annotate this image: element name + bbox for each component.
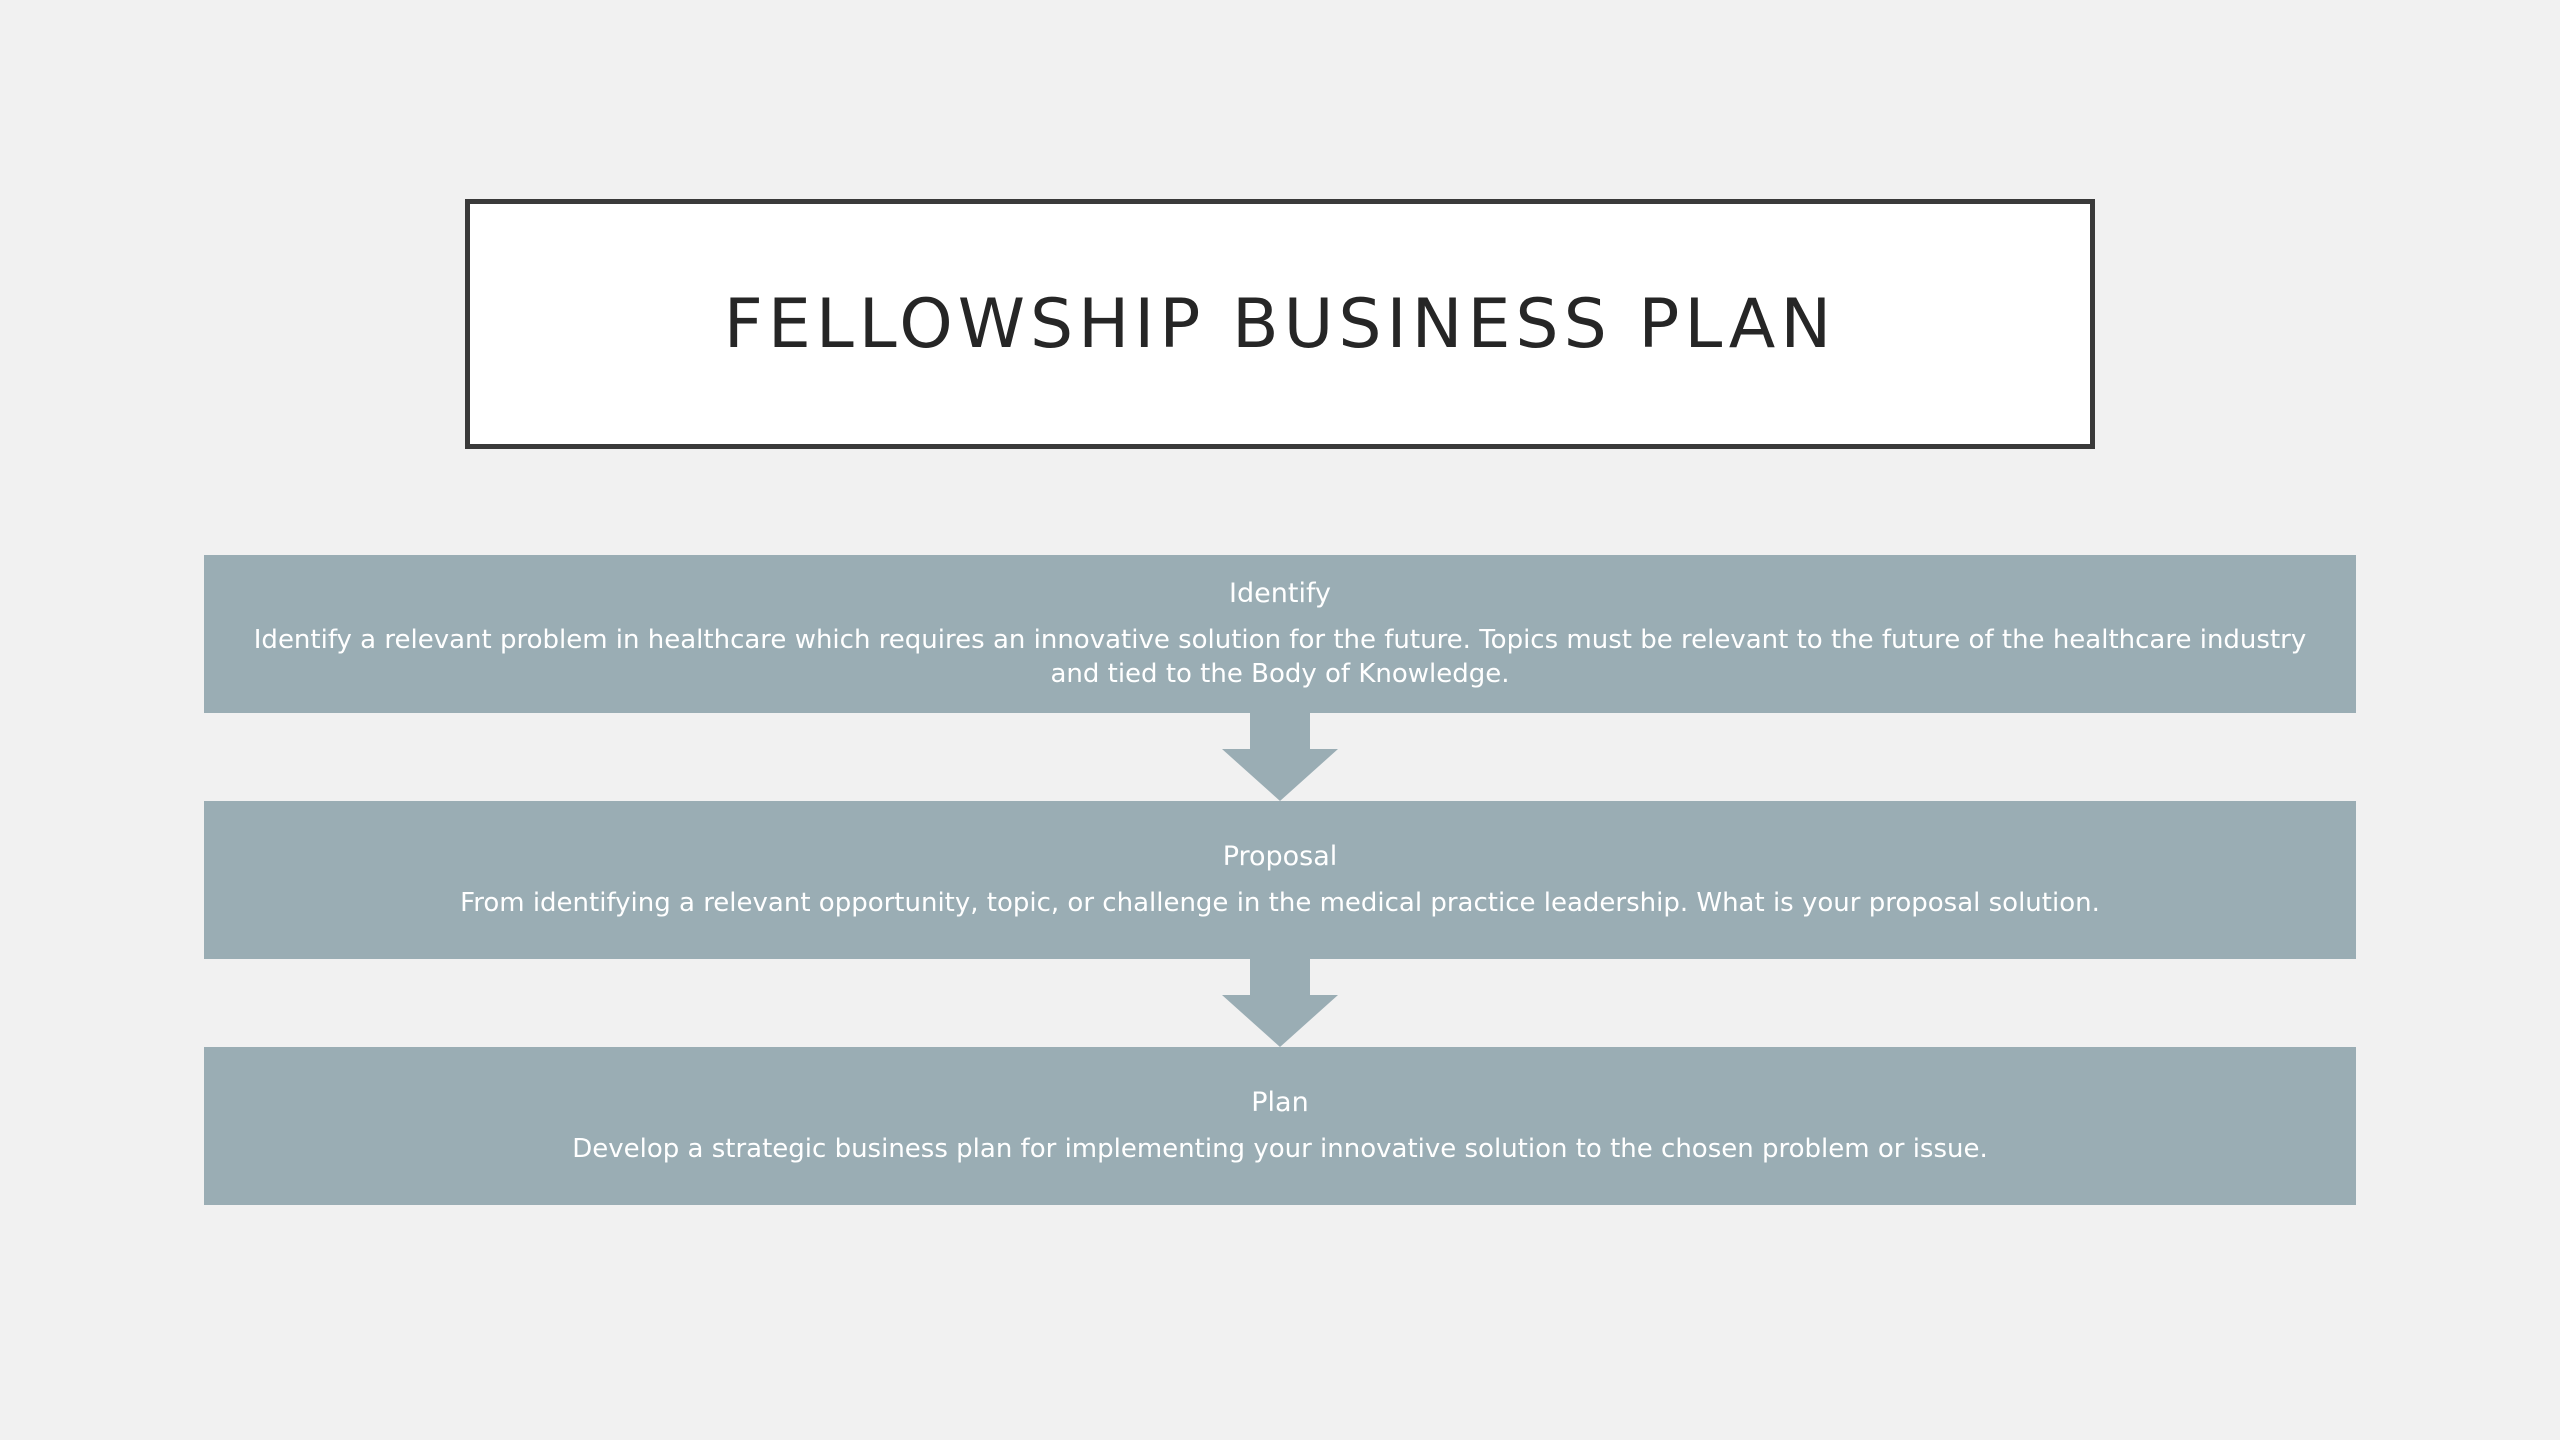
step-plan: Plan Develop a strategic business plan f… [204,1047,2356,1205]
step-proposal: Proposal From identifying a relevant opp… [204,801,2356,959]
step-identify: Identify Identify a relevant problem in … [204,555,2356,713]
step-description: From identifying a relevant opportunity,… [460,888,2100,918]
step-heading: Plan [1251,1087,1309,1118]
step-heading: Identify [1229,578,1331,609]
slide-title: FELLOWSHIP BUSINESS PLAN [723,284,1837,364]
step-description: Develop a strategic business plan for im… [572,1134,1988,1164]
down-arrow-icon [1222,713,1338,801]
title-box: FELLOWSHIP BUSINESS PLAN [465,199,2095,449]
step-heading: Proposal [1222,841,1338,872]
down-arrow-icon [1222,959,1338,1047]
step-description: Identify a relevant problem in healthcar… [253,625,2307,689]
